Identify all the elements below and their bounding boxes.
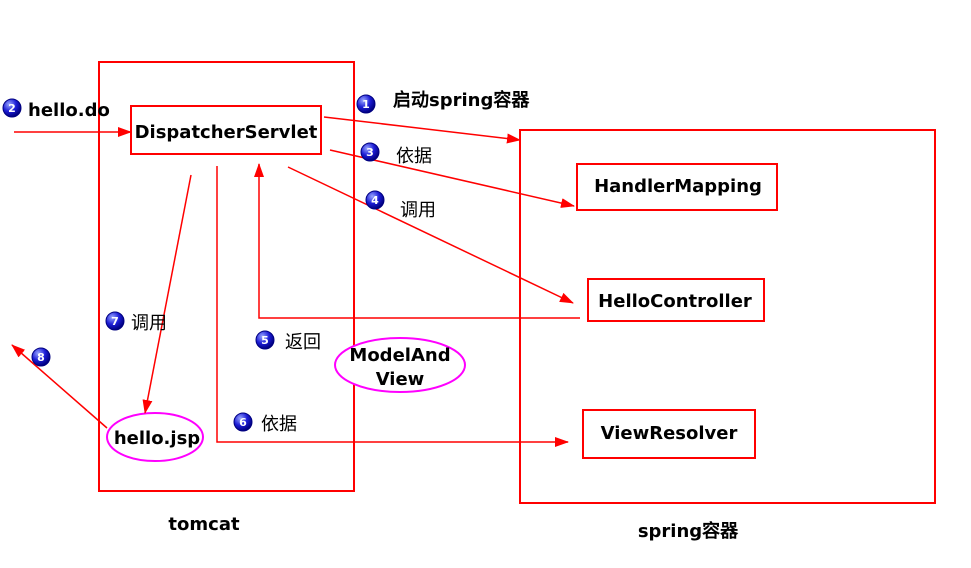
step-1: 1 启动spring容器 (356, 89, 530, 114)
step-7-badge-icon (105, 311, 125, 331)
arrow-step6-resolve (216, 166, 569, 447)
spring-container-label: spring容器 (638, 520, 739, 542)
step-2-badge-icon (2, 98, 22, 118)
hello-jsp-ellipse (106, 412, 204, 462)
step-7-number: 7 (111, 315, 119, 328)
step-5-label: 返回 (285, 332, 321, 353)
model-and-view-ellipse (334, 337, 466, 393)
step-6-number: 6 (239, 416, 247, 429)
tomcat-label: tomcat (168, 514, 240, 535)
step-6-label: 依据 (261, 414, 297, 435)
model-and-view-label-line2: View (376, 369, 425, 390)
hello-controller-box (587, 278, 765, 322)
view-resolver-label: ViewResolver (601, 423, 738, 444)
step-7-label: 调用 (131, 313, 167, 334)
hello-jsp-label: hello.jsp (114, 428, 200, 449)
dispatcher-servlet-label: DispatcherServlet (135, 122, 318, 143)
model-and-view-label-line1: ModelAnd (349, 345, 450, 366)
step-3-badge-icon (360, 142, 380, 162)
step-4-badge-icon (365, 190, 385, 210)
arrow-step1-start (323, 116, 521, 144)
view-resolver-box (582, 409, 756, 459)
handler-mapping-label: HandlerMapping (594, 176, 762, 197)
step-2: 2 hello.do (2, 98, 110, 121)
step-8-number: 8 (37, 351, 45, 364)
step-1-label: 启动spring容器 (393, 89, 530, 111)
step-2-label: hello.do (28, 100, 110, 121)
step-3: 3 依据 (360, 142, 432, 167)
step-5: 5 返回 (255, 330, 321, 353)
tomcat-container (98, 61, 355, 492)
hello-controller-label: HelloController (598, 291, 752, 312)
step-8-badge-icon (31, 347, 51, 367)
step-2-number: 2 (8, 102, 16, 115)
dispatcher-servlet-box (130, 105, 322, 155)
step-4-label: 调用 (400, 200, 436, 221)
step-5-badge-icon (255, 330, 275, 350)
arrow-step5-return (254, 163, 580, 319)
handler-mapping-box (576, 163, 778, 211)
step-7: 7 调用 (105, 311, 167, 334)
arrow-step8-response (11, 344, 108, 429)
arrow-step4-invoke (287, 166, 574, 304)
step-3-number: 3 (366, 146, 374, 159)
step-3-label: 依据 (396, 146, 432, 167)
step-4: 4 调用 (365, 190, 436, 221)
spring-container (519, 129, 936, 504)
step-5-number: 5 (261, 334, 269, 347)
step-6: 6 依据 (233, 412, 297, 435)
arrow-step7-jsp (142, 174, 192, 414)
step-8: 8 (31, 347, 51, 367)
step-1-badge-icon (356, 94, 376, 114)
step-4-number: 4 (371, 194, 379, 207)
step-1-number: 1 (362, 98, 370, 111)
step-6-badge-icon (233, 412, 253, 432)
